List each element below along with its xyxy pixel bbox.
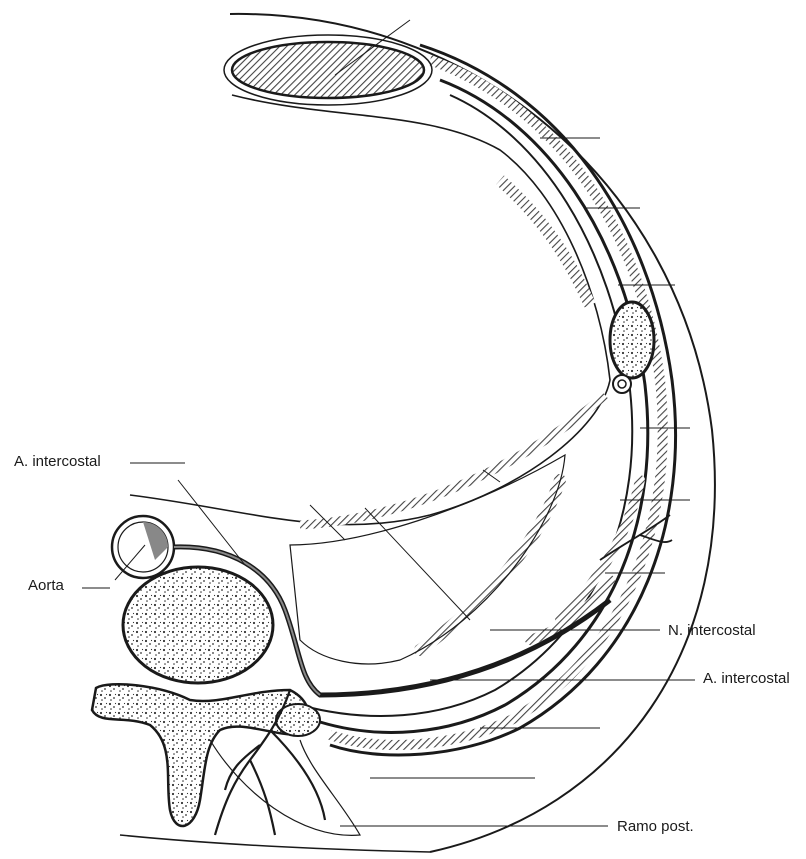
pleura-line — [130, 95, 610, 525]
inner-region-outline — [290, 455, 565, 664]
back-skin-line — [120, 835, 430, 852]
label-a-intercostal-bottom: A. intercostal — [703, 670, 790, 688]
sternum — [232, 42, 424, 98]
lower-muscle-strip-1 — [420, 480, 560, 650]
label-ramo-post: Ramo post. — [617, 818, 694, 836]
pleura-hatched-band — [300, 395, 605, 525]
vertebral-body — [123, 567, 273, 683]
label-aorta: Aorta — [28, 577, 64, 595]
leader-line — [365, 508, 470, 620]
label-a-intercostal-top: A. intercostal — [14, 453, 101, 471]
rib-section — [610, 302, 654, 378]
intercostal-vessel-section — [613, 375, 631, 393]
vertebral-arch — [92, 684, 309, 826]
label-n-intercostal: N. intercostal — [668, 622, 756, 640]
